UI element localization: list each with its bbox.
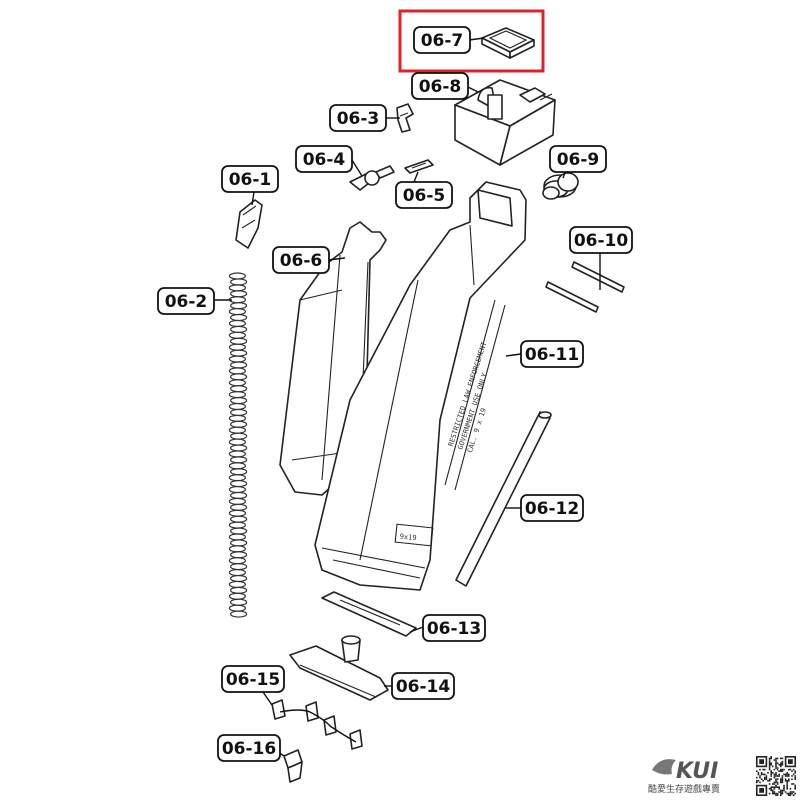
highlight-box	[398, 9, 545, 73]
brand-slogan: 酷愛生存遊戲專賣	[648, 783, 720, 795]
part-06-16	[283, 749, 303, 783]
part-06-10	[545, 261, 625, 313]
leader-lines	[214, 37, 601, 757]
svg-text:06-3: 06-3	[337, 109, 380, 129]
part-06-8	[454, 79, 556, 166]
label-06-15: 06-15	[221, 665, 285, 693]
brand-mark-icon	[652, 759, 676, 775]
svg-text:06-16: 06-16	[222, 739, 276, 759]
magazine-marking: 9x19	[399, 533, 417, 543]
label-06-10: 06-10	[569, 226, 633, 254]
svg-text:06-6: 06-6	[280, 251, 323, 271]
part-06-2	[228, 272, 248, 618]
label-06-5: 06-5	[395, 181, 453, 209]
label-06-2: 06-2	[157, 287, 215, 315]
label-06-16: 06-16	[217, 734, 281, 762]
svg-text:06-4: 06-4	[303, 150, 346, 170]
qr-code-icon	[756, 756, 796, 796]
label-06-11: 06-11	[520, 340, 584, 368]
svg-text:06-2: 06-2	[165, 292, 208, 312]
svg-text:06-8: 06-8	[419, 77, 462, 97]
svg-text:06-13: 06-13	[427, 619, 481, 639]
svg-text:06-14: 06-14	[396, 677, 451, 697]
svg-text:06-7: 06-7	[421, 31, 464, 51]
label-06-1: 06-1	[221, 165, 279, 193]
part-06-5	[404, 159, 434, 174]
part-06-3	[396, 103, 414, 133]
label-06-8: 06-8	[411, 72, 469, 100]
brand-name: KUI	[676, 759, 718, 784]
label-06-6: 06-6	[272, 246, 330, 274]
part-06-1	[235, 199, 263, 249]
svg-text:06-1: 06-1	[229, 170, 272, 190]
svg-text:06-5: 06-5	[403, 186, 446, 206]
label-06-13: 06-13	[422, 614, 486, 642]
part-06-9	[542, 172, 579, 200]
label-06-7: 06-7	[413, 26, 471, 54]
part-06-7	[481, 27, 535, 59]
svg-text:06-9: 06-9	[557, 150, 600, 170]
label-06-4: 06-4	[295, 145, 353, 173]
label-06-12: 06-12	[520, 494, 584, 522]
svg-text:06-15: 06-15	[226, 670, 280, 690]
label-06-3: 06-3	[329, 104, 387, 132]
part-06-13	[321, 591, 417, 637]
label-06-14: 06-14	[391, 672, 455, 700]
part-06-4	[349, 165, 395, 191]
part-06-15	[271, 699, 363, 750]
label-06-9: 06-9	[549, 145, 607, 173]
svg-text:06-11: 06-11	[525, 345, 579, 365]
part-06-14	[289, 635, 389, 701]
svg-text:06-12: 06-12	[525, 499, 579, 519]
svg-text:06-10: 06-10	[574, 231, 629, 251]
part-06-12	[455, 411, 552, 587]
brand-logo: KUI 酷愛生存遊戲專賣	[648, 759, 720, 795]
